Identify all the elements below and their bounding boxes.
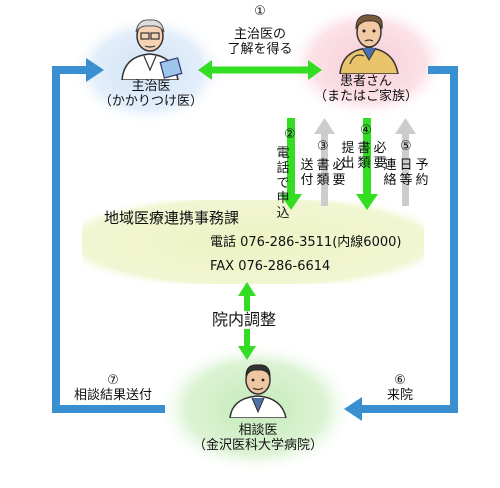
step5-col3: 連絡 xyxy=(383,158,397,188)
step4-number: ④ xyxy=(360,123,372,138)
primary-doctor-name: 主治医 xyxy=(131,79,171,94)
loop-right-arrowhead xyxy=(344,397,362,421)
office-box-bg xyxy=(82,200,424,284)
patient-label: 患者さん （またはご家族） xyxy=(306,74,426,105)
step4-col3: 提出 xyxy=(341,141,355,171)
step2-text: 電話で申込 xyxy=(276,146,290,221)
step3-arrow-shaft xyxy=(321,132,328,206)
step7-text: 相談結果送付 xyxy=(73,387,152,403)
patient-name: 患者さん xyxy=(339,74,392,89)
step1-line1: 主治医の xyxy=(233,26,286,42)
step6-number: ⑥ xyxy=(394,373,406,388)
office-title: 地域医療連携事務課 xyxy=(104,209,240,227)
step2-number: ② xyxy=(284,127,296,142)
patient-icon xyxy=(339,14,399,74)
step1-line2: 了解を得る xyxy=(227,41,293,57)
step4-arrowhead xyxy=(356,194,378,210)
step1-arrowhead-right xyxy=(308,60,322,80)
step5-col1: 予約 xyxy=(415,158,429,188)
step4-col2: 書類 xyxy=(357,141,371,171)
primary-doctor-label: 主治医 （かかりつけ医） xyxy=(92,79,210,110)
step4-col1: 必要 xyxy=(373,141,387,171)
consultant-subtitle: （金沢医科大学病院） xyxy=(192,437,323,453)
consultant-name: 相談医 xyxy=(238,423,278,438)
step6-label: ⑥ 来院 xyxy=(370,373,430,404)
step5-number: ⑤ xyxy=(400,139,412,154)
step4-arrow-shaft xyxy=(363,118,371,196)
consultant-label: 相談医 （金沢医科大学病院） xyxy=(178,423,338,454)
step1-label: ① 主治医の 了解を得る xyxy=(206,4,314,58)
step3-number: ③ xyxy=(317,139,329,154)
loop-left-line xyxy=(52,66,165,413)
office-fax: FAX 076-286-6614 xyxy=(210,259,331,274)
primary-doctor-subtitle: （かかりつけ医） xyxy=(98,93,204,109)
consultant-doctor-icon xyxy=(229,364,287,418)
step7-number: ⑦ xyxy=(107,373,119,388)
step3-col1: 必要 xyxy=(332,158,346,188)
loop-left-arrowhead xyxy=(86,58,104,82)
step3-arrowhead xyxy=(314,118,335,134)
doctor-icon xyxy=(121,19,183,80)
patient-subtitle: （またはご家族） xyxy=(313,88,418,104)
step6-text: 来院 xyxy=(386,387,413,403)
coordination-arrowhead-down xyxy=(238,346,256,360)
step5-col2: 日等 xyxy=(399,158,413,188)
step3-col3: 送付 xyxy=(300,158,314,188)
loop-right-line xyxy=(360,66,458,413)
step3-col2: 書類 xyxy=(316,158,330,188)
coordination-label: 院内調整 xyxy=(210,310,279,330)
coordination-arrowhead-up xyxy=(238,282,256,296)
step1-arrowhead-left xyxy=(198,60,212,80)
step1-number: ① xyxy=(254,4,266,19)
step5-arrow-shaft xyxy=(402,132,409,206)
office-phone: 電話 076-286-3511(内線6000) xyxy=(210,235,402,250)
step5-arrowhead xyxy=(395,118,416,134)
step2-arrowhead xyxy=(280,194,302,210)
step7-label: ⑦ 相談結果送付 xyxy=(60,373,166,404)
step2-arrow-shaft xyxy=(287,118,295,196)
